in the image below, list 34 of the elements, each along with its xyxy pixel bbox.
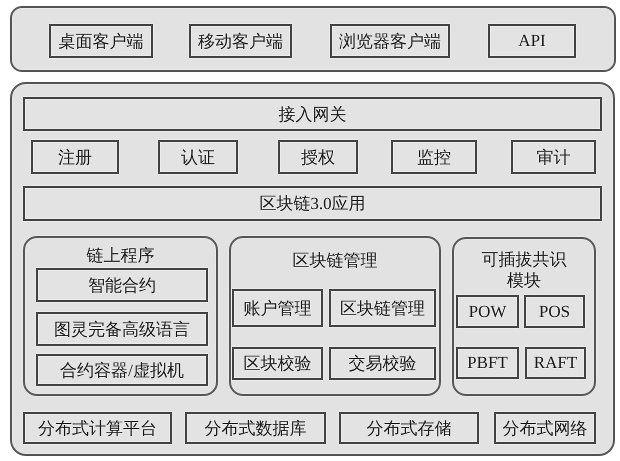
module-box: 合约容器/虚拟机 — [36, 354, 208, 386]
module-box: 区块链管理 — [329, 289, 436, 327]
module-box: 接入网关 — [23, 97, 602, 131]
module-box: 移动客户端 — [189, 24, 292, 58]
module-box: 账户管理 — [232, 289, 323, 327]
module-box: 分布式网络 — [494, 412, 596, 444]
module-box: 审计 — [511, 140, 596, 174]
module-group-panel — [452, 237, 596, 396]
module-box: 区块校验 — [232, 347, 323, 380]
module-box: 浏览器客户端 — [330, 24, 450, 58]
module-box: 智能合约 — [36, 268, 208, 302]
module-group-panel — [229, 236, 441, 396]
module-box: 图灵完备高级语言 — [36, 312, 208, 346]
group-title: 链上程序 — [86, 245, 154, 266]
module-group-panel — [23, 236, 218, 396]
module-box: 桌面客户端 — [49, 24, 153, 58]
group-title: 可插拔共识模块 — [480, 249, 568, 291]
module-box: RAFT — [525, 347, 586, 379]
module-box: 分布式计算平台 — [23, 412, 172, 444]
layer-panel — [10, 6, 616, 72]
module-box: 监控 — [391, 140, 477, 174]
group-title: 区块链管理 — [292, 250, 378, 271]
module-box: API — [488, 24, 576, 58]
module-box: 分布式存储 — [339, 412, 479, 444]
module-box: 注册 — [31, 140, 119, 174]
module-box: 交易校验 — [329, 347, 436, 380]
module-box: POW — [456, 295, 519, 328]
layer-panel — [10, 82, 615, 456]
module-box: PBFT — [456, 347, 519, 379]
module-box: 区块链3.0应用 — [23, 186, 602, 221]
module-box: POS — [524, 295, 585, 328]
module-box: 认证 — [158, 140, 238, 174]
module-box: 授权 — [278, 140, 358, 174]
module-box: 分布式数据库 — [185, 412, 326, 444]
